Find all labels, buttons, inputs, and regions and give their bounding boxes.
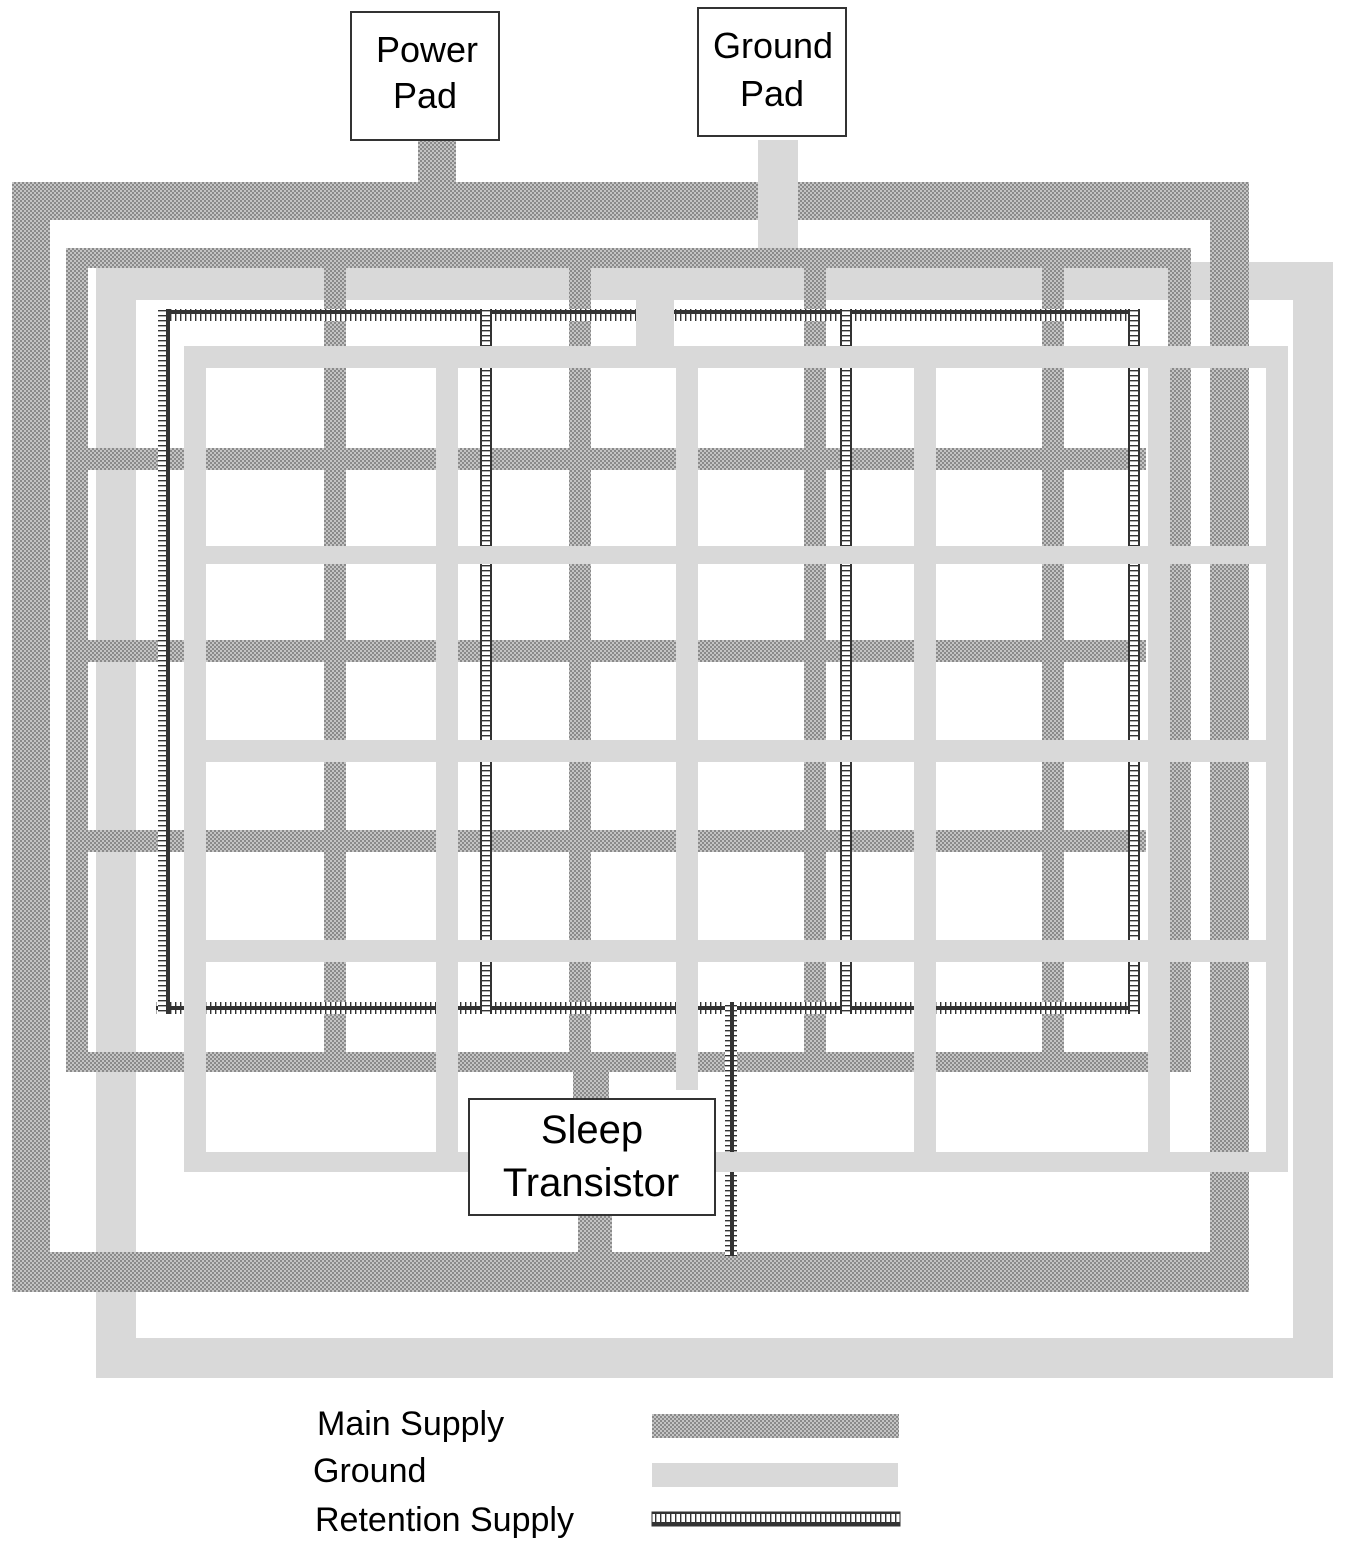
ground-pad-label-line1: Ground — [713, 25, 833, 66]
legend-label-ground: Ground — [313, 1452, 426, 1490]
main-supply-inner-grid — [66, 248, 1191, 1255]
ground-grid — [184, 140, 1288, 1172]
legend-label-main-supply: Main Supply — [317, 1405, 504, 1443]
power-pad: Power Pad — [350, 11, 500, 141]
main-supply-outer-ring — [12, 140, 1249, 1292]
sleep-transistor-label-line2: Transistor — [503, 1161, 679, 1205]
ground-pad-label-line2: Pad — [740, 73, 804, 114]
ground-pad: Ground Pad — [697, 7, 847, 137]
legend-swatch-main-supply — [652, 1414, 899, 1438]
retention-supply-network — [156, 309, 1140, 1256]
legend-swatch-ground — [652, 1463, 898, 1487]
sleep-transistor-label-line1: Sleep — [541, 1108, 643, 1152]
legend-label-retention-supply: Retention Supply — [315, 1501, 574, 1539]
legend: Main Supply Ground Retention Supply — [313, 1405, 901, 1539]
power-pad-label-line1: Power — [376, 29, 478, 70]
sleep-transistor: Sleep Transistor — [468, 1098, 716, 1216]
power-pad-label-line2: Pad — [393, 75, 457, 116]
legend-swatch-retention-supply — [651, 1511, 901, 1527]
